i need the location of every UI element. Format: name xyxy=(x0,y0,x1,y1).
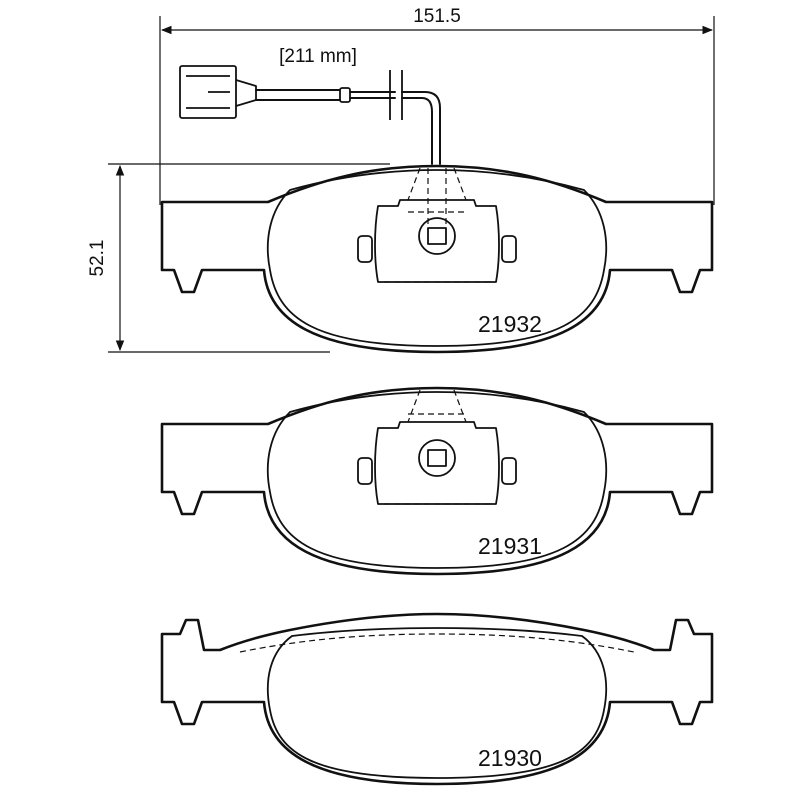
friction-material xyxy=(266,627,608,779)
part-number-label: 21930 xyxy=(478,745,542,771)
part-number-label: 21932 xyxy=(478,311,542,337)
shim-plate xyxy=(374,199,500,283)
brake-pad-21930: 21930 xyxy=(160,612,714,786)
brake-pad-21932: 21932 xyxy=(160,164,714,354)
wire-length-label: [211 mm] xyxy=(279,46,357,67)
wear-sensor: [211 mm] xyxy=(179,46,441,165)
backing-plate xyxy=(160,164,714,354)
part-number-label: 21931 xyxy=(478,533,542,559)
height-dimension-label: 52.1 xyxy=(87,240,108,277)
backing-plate xyxy=(160,386,714,576)
sensor-connector xyxy=(179,65,237,119)
backing-plate xyxy=(160,612,714,786)
width-dimension-label: 151.5 xyxy=(413,6,461,27)
friction-material xyxy=(266,391,608,569)
brake-pad-21931: 21931 xyxy=(160,386,714,576)
friction-material xyxy=(266,169,608,347)
height-dimension: 52.1 xyxy=(87,163,390,353)
shim-plate xyxy=(374,421,500,505)
width-dimension: 151.5 xyxy=(159,6,715,205)
